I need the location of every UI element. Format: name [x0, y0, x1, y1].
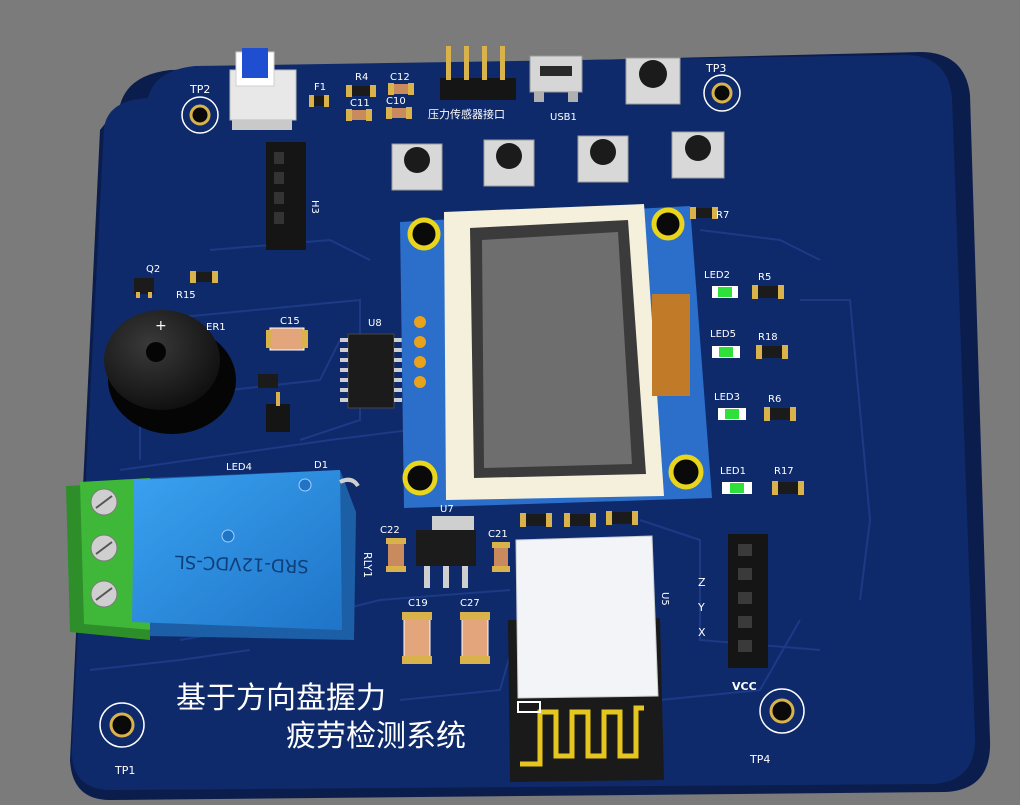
smd-r4 [346, 85, 376, 97]
label-r4: R4 [355, 72, 368, 83]
smd-r18 [756, 345, 788, 359]
label-c11: C11 [350, 98, 370, 109]
mounting-hole-icon [703, 74, 741, 112]
label-led1: LED1 [720, 466, 746, 477]
label-c15: C15 [280, 316, 300, 327]
pressure-sensor-header[interactable] [440, 46, 516, 100]
smd-resistor-row [520, 511, 638, 527]
label-q2: Q2 [146, 264, 160, 275]
label-axis-z: Z [698, 576, 706, 589]
label-tp4: TP4 [749, 753, 770, 766]
smd-r17 [772, 481, 804, 495]
wifi-module-u5 [508, 535, 664, 782]
label-er1: ER1 [206, 322, 226, 333]
label-pressure-sensor-header: 压力传感器接口 [428, 108, 505, 121]
label-c21: C21 [488, 529, 508, 540]
relay-model-label: SRD-12VDC-SL [175, 551, 310, 577]
label-tp2: TP2 [189, 83, 210, 96]
led-5 [712, 346, 740, 358]
buzzer-icon: + [104, 310, 236, 434]
smd-c10 [386, 107, 412, 119]
label-vcc: VCC [732, 680, 757, 693]
label-u5: U5 [659, 592, 670, 606]
transistor-q2 [134, 278, 154, 298]
power-switch[interactable] [229, 48, 297, 130]
label-led5: LED5 [710, 329, 736, 340]
capacitor-c22 [386, 538, 406, 572]
label-led4: LED4 [226, 462, 252, 473]
label-f1: F1 [314, 82, 326, 93]
label-usb: USB1 [550, 112, 577, 123]
capacitor-c19 [402, 612, 432, 664]
board-title-line1: 基于方向盘握力 [176, 681, 386, 716]
label-u7: U7 [440, 504, 454, 515]
mounting-hole-icon [181, 96, 219, 134]
capacitor-c15 [266, 327, 308, 351]
oled-module [400, 204, 712, 508]
label-r7: R7 [716, 210, 729, 221]
jumper-header[interactable] [258, 374, 290, 432]
label-r18: R18 [758, 332, 778, 343]
tactile-button-4[interactable] [671, 131, 725, 179]
label-axis-y: Y [697, 601, 705, 614]
label-led3: LED3 [714, 392, 740, 403]
smd-r15 [190, 271, 218, 283]
label-h3: H3 [309, 200, 320, 214]
antenna-icon [517, 701, 644, 767]
label-c22: C22 [380, 525, 400, 536]
h3-connector[interactable] [266, 142, 306, 250]
micro-usb-connector[interactable] [529, 55, 583, 102]
capacitor-c27 [460, 612, 490, 664]
smd-c12 [388, 83, 414, 95]
label-d1: D1 [314, 460, 328, 471]
label-u8: U8 [368, 318, 382, 329]
label-tp3: TP3 [705, 62, 726, 75]
led-3 [718, 408, 746, 420]
smd-r5 [752, 285, 784, 299]
label-r15: R15 [176, 290, 196, 301]
ic-u8 [340, 333, 402, 409]
smd-f1 [309, 95, 329, 107]
smd-r7 [690, 207, 718, 219]
label-led2: LED2 [704, 270, 730, 281]
label-c12: C12 [390, 72, 410, 83]
relay-rly1 [132, 470, 356, 640]
board-title-line2: 疲劳检测系统 [286, 719, 466, 754]
label-c27: C27 [460, 598, 480, 609]
tactile-button-1[interactable] [391, 143, 443, 191]
xyz-header[interactable] [728, 534, 768, 668]
smd-r6 [764, 407, 796, 421]
label-rly1: RLY1 [361, 552, 374, 578]
label-c19: C19 [408, 598, 428, 609]
svg-text:+: + [155, 318, 167, 334]
label-r6: R6 [768, 394, 781, 405]
smd-c11 [346, 109, 372, 121]
tactile-button-2[interactable] [483, 139, 535, 187]
tactile-button-top-right[interactable] [625, 57, 681, 105]
regulator-u7 [416, 516, 476, 588]
diode-d1-lead [339, 477, 360, 488]
label-c10: C10 [386, 96, 406, 107]
led-2 [712, 286, 738, 298]
mounting-hole-icon [99, 702, 145, 748]
label-tp1: TP1 [114, 764, 135, 777]
label-r5: R5 [758, 272, 771, 283]
led-1 [722, 482, 752, 494]
label-axis-x: X [698, 626, 706, 639]
capacitor-c21 [492, 542, 510, 572]
mounting-hole-icon [759, 688, 805, 734]
label-r17: R17 [774, 466, 794, 477]
tactile-button-3[interactable] [577, 135, 629, 183]
